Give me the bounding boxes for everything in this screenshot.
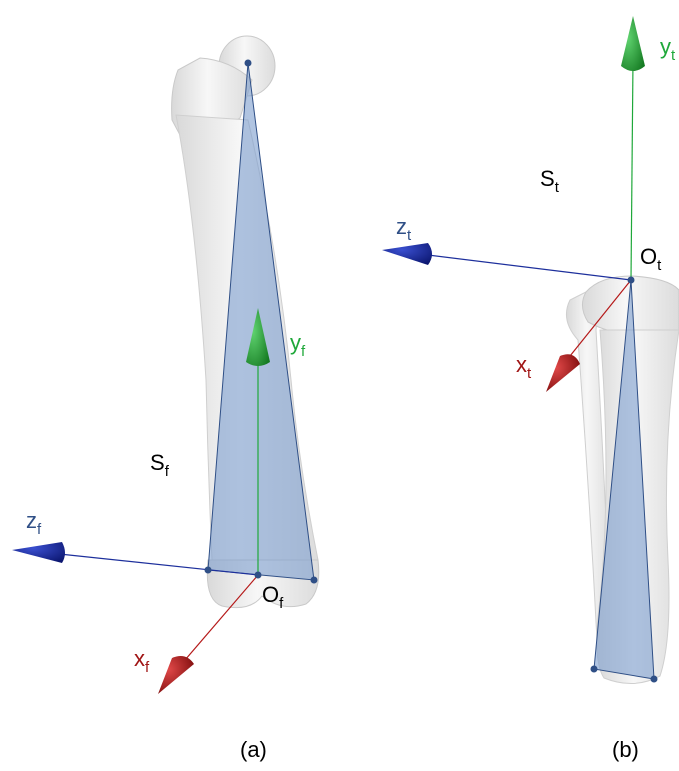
tibia-x-label: xt — [516, 352, 532, 382]
tibia-z-axis — [420, 254, 631, 280]
tibia-frame-label: St — [540, 166, 560, 196]
tibia-origin-point — [628, 277, 635, 284]
femur-frame-label: Sf — [150, 450, 170, 480]
panel-a: Sf Of yf zf xf (a) — [12, 36, 319, 762]
tibia-lateral-point — [591, 666, 598, 673]
femur-head-point — [245, 60, 252, 67]
caption-a: (a) — [240, 737, 267, 762]
panel-b: St Ot yt zt xt (b) — [382, 16, 679, 762]
femur-origin-point — [255, 572, 262, 579]
caption-b: (b) — [612, 737, 639, 762]
tibia-y-label: yt — [660, 34, 676, 64]
tibia-x-arrowhead — [546, 354, 580, 392]
tibia-medial-point — [651, 676, 658, 683]
femur-x-label: xf — [134, 646, 150, 676]
femur-medial-point — [311, 577, 318, 584]
femur-y-label: yf — [290, 330, 306, 360]
femur-lateral-point — [205, 567, 212, 574]
tibia-z-label: zt — [396, 214, 412, 244]
tibia-z-arrowhead — [382, 243, 432, 265]
tibia-origin-label: Ot — [640, 244, 662, 274]
tibia-y-axis — [631, 60, 633, 280]
tibia-y-arrowhead — [621, 16, 645, 71]
femur-z-label: zf — [26, 508, 42, 538]
femur-z-arrowhead — [12, 542, 65, 563]
femur-x-arrowhead — [158, 656, 194, 694]
